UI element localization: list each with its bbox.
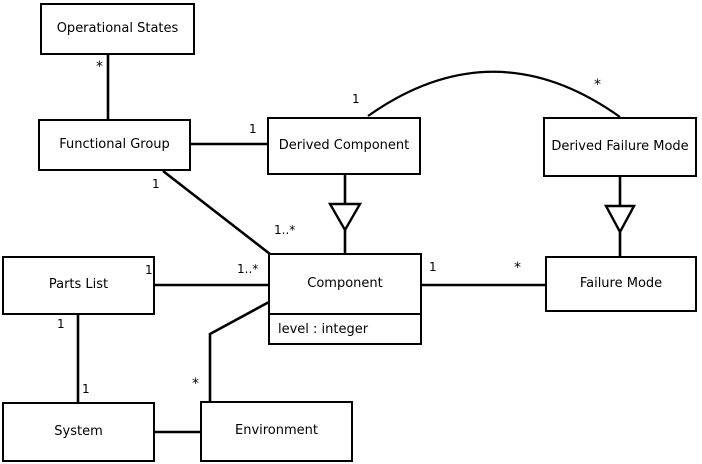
class-name-system: System xyxy=(54,423,103,439)
class-failure-mode[interactable]: Failure Mode xyxy=(545,256,697,312)
class-environment[interactable]: Environment xyxy=(200,401,353,462)
multiplicity-system-top: 1 xyxy=(82,382,90,396)
multiplicity-component-left: 1..* xyxy=(237,262,259,276)
multiplicity-operational-states: * xyxy=(96,59,103,75)
class-name-failure-mode: Failure Mode xyxy=(579,275,663,291)
generalization-triangle-failuremode xyxy=(603,204,637,235)
edge-derivedcomponent-derivedfailuremode xyxy=(367,70,621,118)
multiplicity-derived-component-arc: 1 xyxy=(352,92,360,106)
class-name-parts-list: Parts List xyxy=(48,277,109,293)
class-name-derived-component: Derived Component xyxy=(278,137,410,153)
class-derived-component[interactable]: Derived Component xyxy=(267,117,421,175)
class-attribute-component-level: level : integer xyxy=(270,313,420,343)
class-system[interactable]: System xyxy=(2,402,155,462)
class-name-derived-failure-mode: Derived Failure Mode xyxy=(551,138,689,154)
multiplicity-derived-failure-mode-arc: * xyxy=(594,77,601,93)
class-name-operational-states: Operational States xyxy=(56,20,179,36)
class-name-functional-group: Functional Group xyxy=(59,136,170,152)
edge-functionalgroup-component xyxy=(162,169,271,256)
multiplicity-functional-group-diagonal: 1 xyxy=(152,177,160,191)
class-parts-list[interactable]: Parts List xyxy=(2,256,155,315)
class-operational-states[interactable]: Operational States xyxy=(40,3,195,55)
multiplicity-component-right: 1 xyxy=(429,260,437,274)
multiplicity-functional-group-right: 1 xyxy=(249,122,257,136)
multiplicity-environment-top: * xyxy=(192,376,199,392)
multiplicity-failure-mode-left: * xyxy=(514,260,521,276)
class-derived-failure-mode[interactable]: Derived Failure Mode xyxy=(543,117,697,177)
multiplicity-parts-list-bottom: 1 xyxy=(57,317,65,331)
multiplicity-parts-list-right: 1 xyxy=(145,263,153,277)
class-name-component: Component xyxy=(307,275,383,291)
class-name-environment: Environment xyxy=(234,423,318,439)
class-functional-group[interactable]: Functional Group xyxy=(38,119,191,171)
generalization-triangle-component xyxy=(327,202,363,233)
multiplicity-component-top-left: 1..* xyxy=(274,223,296,237)
class-component[interactable]: Component level : integer xyxy=(268,253,422,345)
edge-component-environment xyxy=(208,300,270,401)
